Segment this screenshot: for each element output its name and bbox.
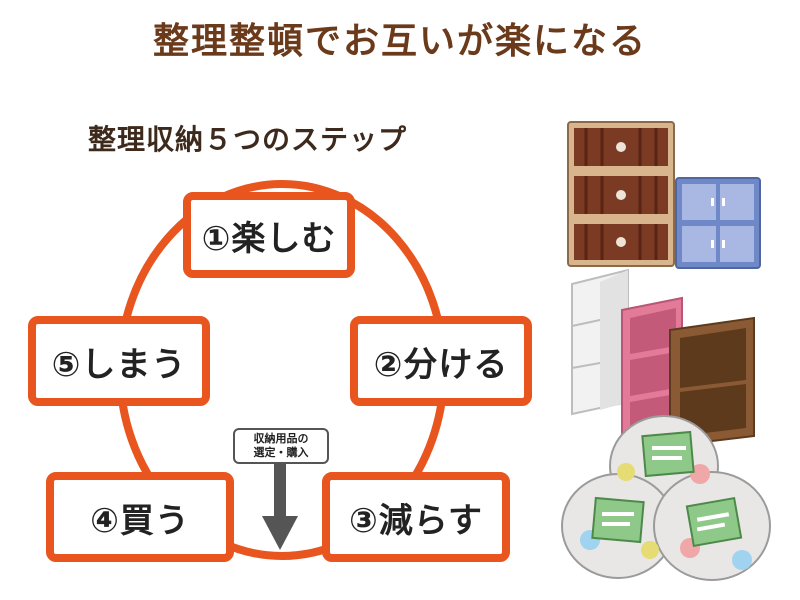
down-arrow-icon: [262, 462, 298, 550]
step-box-2: ②分ける: [350, 316, 532, 406]
brown-shelf-icon: [669, 316, 755, 448]
blue-cabinet-icon: [675, 177, 761, 269]
page-title: 整理整頓でお互いが楽になる: [152, 21, 647, 62]
diagram-subtitle: 整理収納５つのステップ: [88, 123, 408, 156]
white-shelf-icon: [571, 268, 629, 416]
drawer-chest-icon: [567, 121, 675, 267]
step-box-1: ①楽しむ: [183, 192, 355, 278]
callout-box: 収納用品の 選定・購入: [233, 428, 329, 464]
callout-line-2: 選定・購入: [253, 446, 309, 459]
step-box-5: ⑤しまう: [28, 316, 210, 406]
step-box-4: ④買う: [46, 472, 234, 562]
step-box-3: ③減らす: [322, 472, 510, 562]
callout-line-1: 収納用品の: [253, 432, 309, 445]
garbage-bags-icon: [561, 415, 771, 581]
